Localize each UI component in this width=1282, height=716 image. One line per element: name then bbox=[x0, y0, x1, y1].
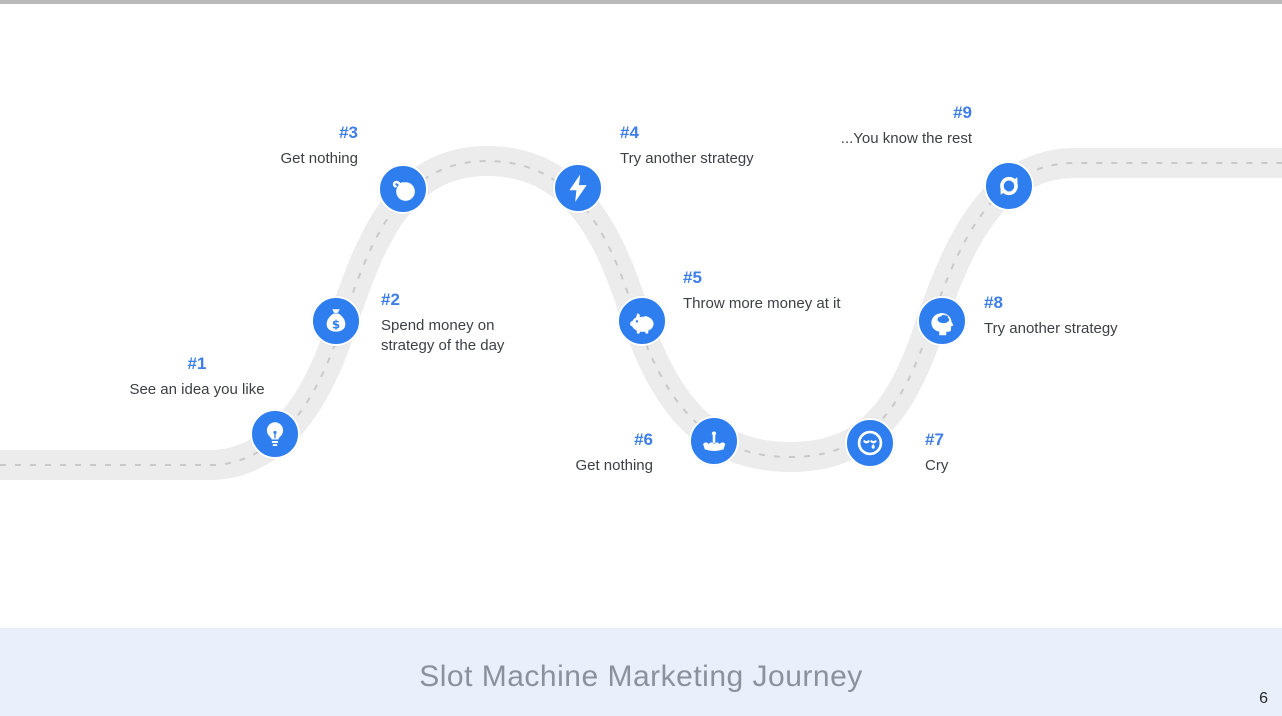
step-3-text: Get nothing bbox=[280, 150, 358, 167]
step-1-text: See an idea you like bbox=[129, 381, 265, 398]
step-2-text: Spend money on strategy of the day bbox=[381, 317, 505, 354]
step-2-number: #2 bbox=[381, 290, 400, 309]
money-bag-icon: $ bbox=[311, 296, 361, 346]
step-9-text: ...You know the rest bbox=[840, 130, 972, 147]
svg-text:$: $ bbox=[332, 317, 340, 331]
step-6-number: #6 bbox=[634, 430, 653, 449]
step-7-text: Cry bbox=[925, 457, 949, 474]
step-4-number: #4 bbox=[620, 123, 639, 142]
step-5-text: Throw more money at it bbox=[683, 295, 841, 312]
step-8-number: #8 bbox=[984, 293, 1003, 312]
step-4-text: Try another strategy bbox=[620, 150, 754, 167]
step-9-number: #9 bbox=[953, 103, 972, 122]
repeat-cycle-icon bbox=[984, 161, 1034, 211]
step-3-number: #3 bbox=[339, 123, 358, 142]
step-1-number: #1 bbox=[187, 354, 207, 373]
slide-title: Slot Machine Marketing Journey bbox=[419, 660, 863, 693]
head-brain-icon bbox=[917, 296, 967, 346]
step-8-text: Try another strategy bbox=[984, 320, 1118, 337]
step-4-label: #4 Try another strategy bbox=[620, 122, 830, 169]
bomb-icon bbox=[378, 164, 428, 214]
step-3-label: #3 Get nothing bbox=[198, 122, 358, 169]
step-5-number: #5 bbox=[683, 268, 702, 287]
drowning-hand-icon bbox=[689, 416, 739, 466]
lightning-bolt-icon bbox=[553, 163, 603, 213]
step-7-label: #7 Cry bbox=[925, 429, 1045, 476]
step-7-number: #7 bbox=[925, 430, 944, 449]
step-8-label: #8 Try another strategy bbox=[984, 292, 1194, 339]
step-2-label: #2 Spend money on strategy of the day bbox=[381, 289, 531, 356]
step-6-text: Get nothing bbox=[575, 457, 653, 474]
step-1-label: #1 See an idea you like bbox=[112, 353, 282, 400]
page-number: 6 bbox=[1259, 690, 1268, 707]
lightbulb-icon bbox=[250, 409, 300, 459]
step-5-label: #5 Throw more money at it bbox=[683, 267, 861, 314]
footer-band: Slot Machine Marketing Journey bbox=[0, 628, 1282, 716]
step-9-label: #9 ...You know the rest bbox=[742, 102, 972, 149]
crying-face-icon bbox=[845, 418, 895, 468]
piggy-bank-icon bbox=[617, 296, 667, 346]
step-6-label: #6 Get nothing bbox=[493, 429, 653, 476]
top-border-bar bbox=[0, 0, 1282, 4]
